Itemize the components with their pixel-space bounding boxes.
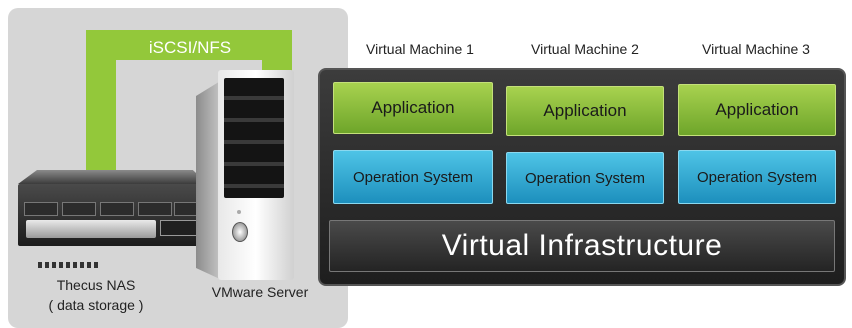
nas-front	[18, 184, 208, 268]
nas-label: Thecus NAS ( data storage )	[36, 275, 156, 315]
vm-title-1: Virtual Machine 1	[366, 41, 474, 57]
drive-bay	[62, 202, 96, 216]
drive-bay	[24, 202, 58, 216]
vm3-application: Application	[678, 84, 836, 136]
drive-bay	[138, 202, 172, 216]
vm3-operation-system: Operation System	[678, 150, 836, 204]
nas-led-dots	[38, 262, 98, 268]
tower-side	[196, 80, 222, 280]
connector-label: iSCSI/NFS	[148, 38, 232, 57]
nas-front-strip	[26, 220, 156, 268]
power-button-icon	[232, 222, 248, 242]
vm1-operation-system: Operation System	[333, 150, 493, 204]
server-tower-icon	[196, 70, 296, 280]
server-label: VMware Server	[211, 284, 309, 300]
vm-title-2: Virtual Machine 2	[531, 41, 639, 57]
virtual-infrastructure: Virtual Infrastructure	[329, 220, 835, 272]
vm1-application: Application	[333, 82, 493, 134]
tower-grill	[224, 78, 284, 198]
nas-label-line2: ( data storage )	[48, 297, 144, 313]
drive-bay	[100, 202, 134, 216]
tower-front	[218, 70, 294, 280]
vm2-application: Application	[506, 86, 664, 136]
nas-device-icon	[18, 170, 208, 268]
tower-led	[237, 210, 241, 214]
vm2-operation-system: Operation System	[506, 152, 664, 204]
nas-top	[18, 170, 208, 184]
nas-label-line1: Thecus NAS	[56, 277, 136, 293]
vm-title-3: Virtual Machine 3	[702, 41, 810, 57]
